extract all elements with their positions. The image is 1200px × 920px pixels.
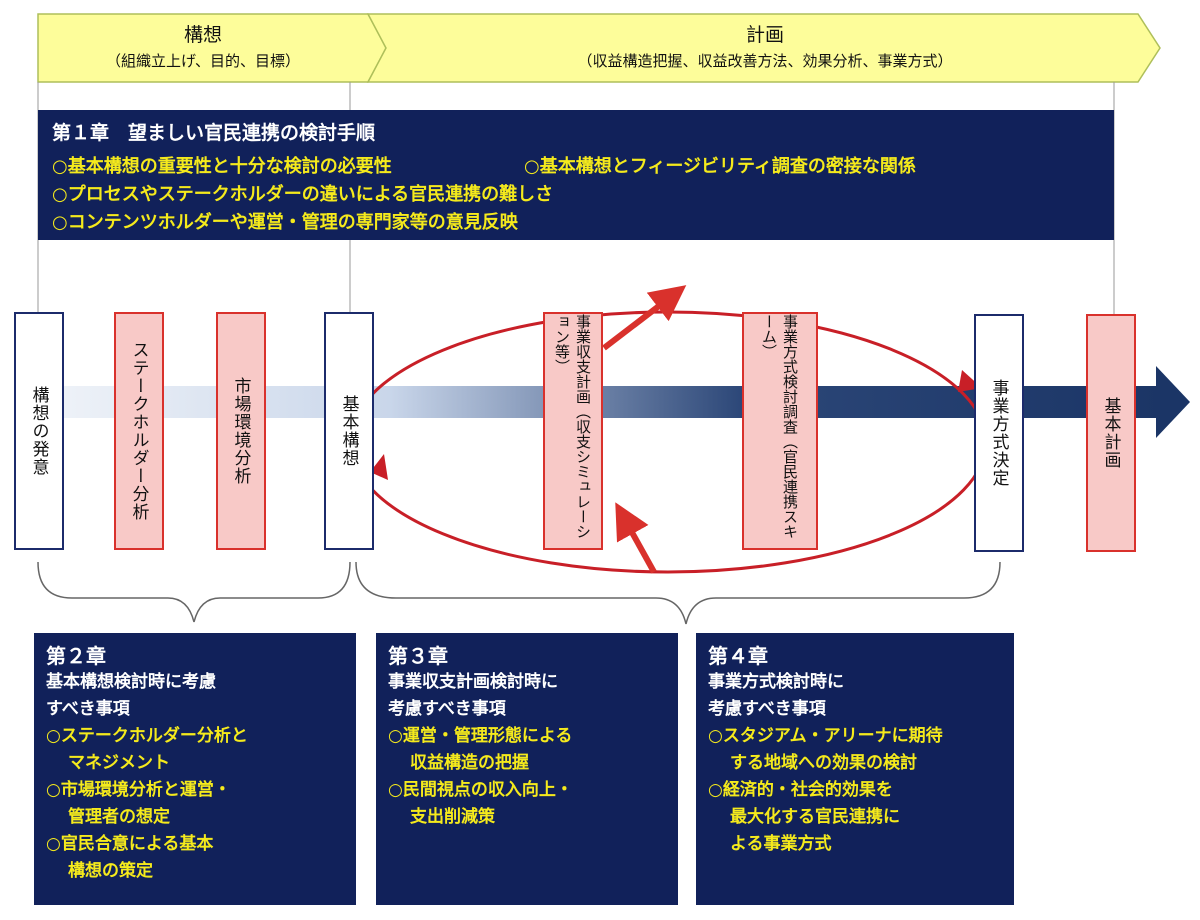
step-box-shushi-keikaku: 事業収支計画（収支シミュレーション等） — [543, 312, 603, 550]
step-label: 事業方式検討調査（官民連携スキーム） — [760, 314, 799, 539]
timeline-arrowhead — [1156, 366, 1190, 438]
chapter1-point: ○コンテンツホルダーや運営・管理の専門家等の意見反映 — [52, 212, 518, 233]
chapter3-item: ○民間視点の収入向上・ — [388, 780, 573, 800]
step-label: 基本計画 — [1100, 397, 1121, 469]
chapter2-item-cont: マネジメント — [68, 753, 170, 773]
step-box-stakeholder: ステークホルダー分析 — [114, 312, 164, 550]
chapter3-subtitle: 考慮すべき事項 — [388, 699, 506, 719]
step-label: 事業収支計画（収支シミュレーション等） — [553, 314, 592, 539]
brace-left — [37, 561, 351, 623]
chapter1-panel: 第１章 望ましい官民連携の検討手順 ○基本構想の重要性と十分な検討の必要性 ○基… — [38, 110, 1114, 240]
chapter3-item: ○運営・管理形態による — [388, 726, 573, 746]
chapter2-item: ○官民合意による基本 — [46, 834, 214, 854]
chapter2-item: ○ステークホルダー分析と — [46, 726, 248, 746]
chapter2-subtitle: 基本構想検討時に考慮 — [46, 672, 216, 692]
phase-title-keikaku: 計画 — [745, 24, 784, 46]
red-arrow-up-bottom — [615, 502, 657, 574]
step-box-kihon-kousou: 基本構想 — [324, 312, 374, 550]
chapter4-item-cont: よる事業方式 — [730, 834, 832, 854]
step-box-houshiki-chousa: 事業方式検討調査（官民連携スキーム） — [742, 312, 818, 550]
chapter1-point: ○プロセスやステークホルダーの違いによる官民連携の難しさ — [52, 184, 554, 205]
brace-right — [355, 561, 1001, 625]
cycle-loop — [348, 310, 988, 574]
phase-subtitle-kousou: （組織立上げ、目的、目標） — [106, 52, 300, 70]
chapter4-panel: 第４章 事業方式検討時に 考慮すべき事項 ○スタジアム・アリーナに期待 する地域… — [696, 633, 1014, 905]
chapter4-subtitle: 事業方式検討時に — [708, 672, 844, 692]
chapter3-panel: 第３章 事業収支計画検討時に 考慮すべき事項 ○運営・管理形態による 収益構造の… — [376, 633, 678, 905]
chapter1-point: ○基本構想とフィージビリティ調査の密接な関係 — [524, 156, 916, 177]
chapter3-heading: 第３章 — [388, 644, 448, 668]
phase-title-kousou: 構想 — [183, 24, 222, 46]
chapter4-item: ○スタジアム・アリーナに期待 — [708, 726, 943, 746]
step-label: ステークホルダー分析 — [128, 341, 149, 521]
chapter4-item: ○経済的・社会的効果を — [708, 780, 893, 800]
step-box-houshiki-kettei: 事業方式決定 — [974, 314, 1024, 552]
chapter2-heading: 第２章 — [46, 644, 106, 668]
chapter2-item-cont: 管理者の想定 — [68, 807, 170, 827]
chapter3-subtitle: 事業収支計画検討時に — [388, 672, 558, 692]
step-label: 市場環境分析 — [230, 377, 251, 485]
phase-subtitle-keikaku: （収益構造把握、収益改善方法、効果分析、事業方式） — [577, 52, 953, 70]
cycle-arrowhead-left — [370, 454, 388, 480]
chapter4-item-cont: 最大化する官民連携に — [730, 807, 900, 827]
phase-chevron-keikaku — [366, 13, 1161, 83]
chapter2-panel: 第２章 基本構想検討時に考慮 すべき事項 ○ステークホルダー分析と マネジメント… — [34, 633, 356, 905]
chapter4-subtitle: 考慮すべき事項 — [708, 699, 826, 719]
chapter4-item-cont: する地域への効果の検討 — [730, 753, 917, 773]
chapter1-title: 第１章 望ましい官民連携の検討手順 — [52, 122, 376, 144]
chapter1-point: ○基本構想の重要性と十分な検討の必要性 — [52, 156, 392, 177]
step-label: 構想の発意 — [28, 386, 49, 476]
step-box-market: 市場環境分析 — [216, 312, 266, 550]
chapter2-subtitle: すべき事項 — [46, 699, 130, 719]
chapter3-item-cont: 支出削減策 — [410, 807, 495, 827]
step-box-kihon-keikaku: 基本計画 — [1086, 314, 1136, 552]
red-arrow-up — [602, 285, 687, 351]
step-label: 基本構想 — [338, 395, 359, 467]
chapter3-item-cont: 収益構造の把握 — [410, 753, 529, 773]
step-box-hatsui: 構想の発意 — [14, 312, 64, 550]
chapter2-item-cont: 構想の策定 — [68, 861, 153, 881]
chapter2-item: ○市場環境分析と運営・ — [46, 780, 231, 800]
chapter4-heading: 第４章 — [708, 644, 768, 668]
step-label: 事業方式決定 — [988, 379, 1009, 487]
